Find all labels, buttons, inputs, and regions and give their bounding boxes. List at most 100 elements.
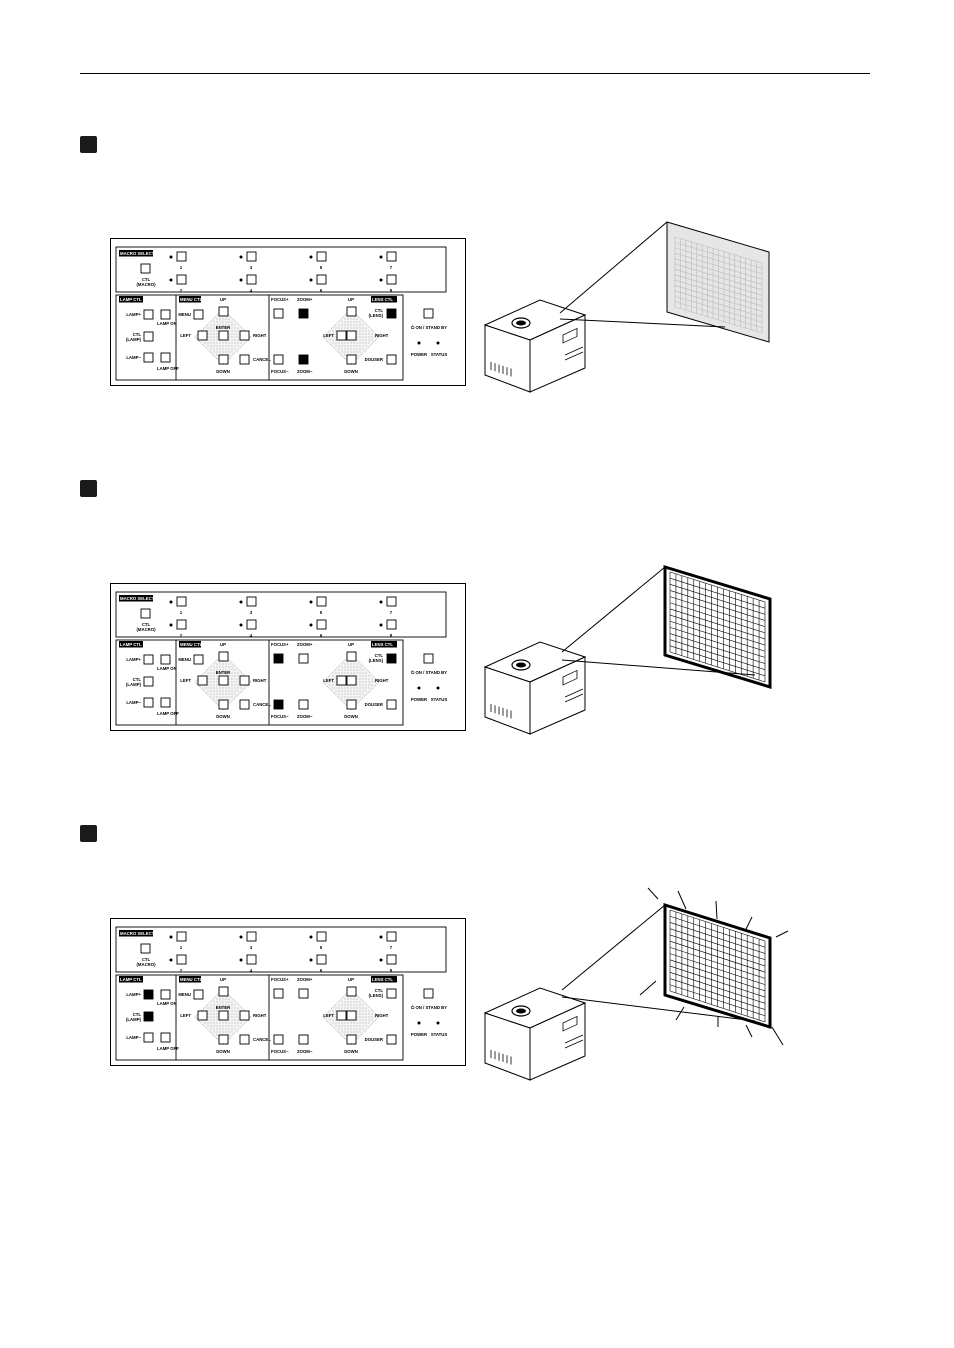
lens-up-label: UP (348, 642, 354, 647)
ctl-lens-button[interactable] (386, 308, 397, 319)
menu-right-button[interactable] (239, 330, 250, 341)
macro-button-8[interactable] (386, 619, 397, 630)
macro-button-6[interactable] (316, 954, 327, 965)
lamp-off-button[interactable] (160, 697, 171, 708)
lamp-off-button[interactable] (160, 1032, 171, 1043)
macro-button-5[interactable] (316, 596, 327, 607)
focus-minus-button[interactable] (273, 1034, 284, 1045)
lens-up-button[interactable] (346, 986, 357, 997)
macro-button-1[interactable] (176, 251, 187, 262)
power-button[interactable] (423, 653, 434, 664)
macro-button-4[interactable] (246, 274, 257, 285)
macro-button-2[interactable] (176, 619, 187, 630)
focus-plus-button[interactable] (273, 308, 284, 319)
macro-button-8[interactable] (386, 274, 397, 285)
focus-minus-button[interactable] (273, 354, 284, 365)
lamp-on-button[interactable] (160, 654, 171, 665)
zoom-plus-button[interactable] (298, 988, 309, 999)
macro-button-7[interactable] (386, 931, 397, 942)
lamp-minus-button[interactable] (143, 352, 154, 363)
lens-up-button[interactable] (346, 306, 357, 317)
lens-down-button[interactable] (346, 354, 357, 365)
lens-center-button[interactable] (346, 330, 357, 341)
macro-button-2[interactable] (176, 274, 187, 285)
focus-plus-button[interactable] (273, 653, 284, 664)
lamp-plus-button[interactable] (143, 989, 154, 1000)
lamp-on-button[interactable] (160, 989, 171, 1000)
ctl-lens-button[interactable] (386, 988, 397, 999)
cancel-button[interactable] (239, 354, 250, 365)
ctl-lamp-button[interactable] (143, 676, 154, 687)
zoom-minus-button[interactable] (298, 699, 309, 710)
power-button[interactable] (423, 308, 434, 319)
menu-up-button[interactable] (218, 986, 229, 997)
menu-down-button[interactable] (218, 1034, 229, 1045)
macro-button-3[interactable] (246, 931, 257, 942)
lens-left-button[interactable] (336, 330, 347, 341)
lens-left-button[interactable] (336, 675, 347, 686)
macro-button-8[interactable] (386, 954, 397, 965)
lens-down-button[interactable] (346, 1034, 357, 1045)
ctl-lamp-button[interactable] (143, 331, 154, 342)
menu-down-button[interactable] (218, 354, 229, 365)
enter-button[interactable] (218, 675, 229, 686)
macro-button-5[interactable] (316, 931, 327, 942)
douser-button[interactable] (386, 1034, 397, 1045)
macro-number-5: 5 (320, 610, 323, 615)
lamp-minus-button[interactable] (143, 697, 154, 708)
menu-right-button[interactable] (239, 1010, 250, 1021)
zoom-minus-button[interactable] (298, 1034, 309, 1045)
macro-button-4[interactable] (246, 619, 257, 630)
menu-button[interactable] (193, 309, 204, 320)
douser-button[interactable] (386, 354, 397, 365)
macro-select-button[interactable] (140, 943, 151, 954)
zoom-minus-button[interactable] (298, 354, 309, 365)
menu-up-button[interactable] (218, 651, 229, 662)
lens-left-button[interactable] (336, 1010, 347, 1021)
lamp-off-button[interactable] (160, 352, 171, 363)
enter-button[interactable] (218, 1010, 229, 1021)
lens-center-button[interactable] (346, 675, 357, 686)
power-button[interactable] (423, 988, 434, 999)
menu-down-button[interactable] (218, 699, 229, 710)
ctl-lens-button[interactable] (386, 653, 397, 664)
macro-button-3[interactable] (246, 596, 257, 607)
menu-left-label: LEFT (180, 1013, 191, 1018)
lens-up-button[interactable] (346, 651, 357, 662)
macro-button-1[interactable] (176, 931, 187, 942)
zoom-plus-button[interactable] (298, 308, 309, 319)
enter-button[interactable] (218, 330, 229, 341)
macro-button-1[interactable] (176, 596, 187, 607)
lens-center-button[interactable] (346, 1010, 357, 1021)
menu-right-button[interactable] (239, 675, 250, 686)
macro-button-6[interactable] (316, 274, 327, 285)
menu-left-button[interactable] (197, 330, 208, 341)
menu-up-button[interactable] (218, 306, 229, 317)
macro-button-6[interactable] (316, 619, 327, 630)
lens-down-button[interactable] (346, 699, 357, 710)
menu-button[interactable] (193, 654, 204, 665)
lamp-on-button[interactable] (160, 309, 171, 320)
macro-select-button[interactable] (140, 608, 151, 619)
focus-minus-button[interactable] (273, 699, 284, 710)
menu-left-button[interactable] (197, 675, 208, 686)
focus-plus-button[interactable] (273, 988, 284, 999)
cancel-button[interactable] (239, 1034, 250, 1045)
menu-left-button[interactable] (197, 1010, 208, 1021)
lamp-plus-button[interactable] (143, 654, 154, 665)
macro-button-5[interactable] (316, 251, 327, 262)
lamp-plus-button[interactable] (143, 309, 154, 320)
cancel-button[interactable] (239, 699, 250, 710)
beam-line-top (559, 221, 668, 314)
douser-button[interactable] (386, 699, 397, 710)
lamp-minus-button[interactable] (143, 1032, 154, 1043)
ctl-lamp-button[interactable] (143, 1011, 154, 1022)
macro-button-7[interactable] (386, 596, 397, 607)
macro-button-7[interactable] (386, 251, 397, 262)
zoom-plus-button[interactable] (298, 653, 309, 664)
macro-select-button[interactable] (140, 263, 151, 274)
macro-button-2[interactable] (176, 954, 187, 965)
macro-button-4[interactable] (246, 954, 257, 965)
macro-button-3[interactable] (246, 251, 257, 262)
menu-button[interactable] (193, 989, 204, 1000)
